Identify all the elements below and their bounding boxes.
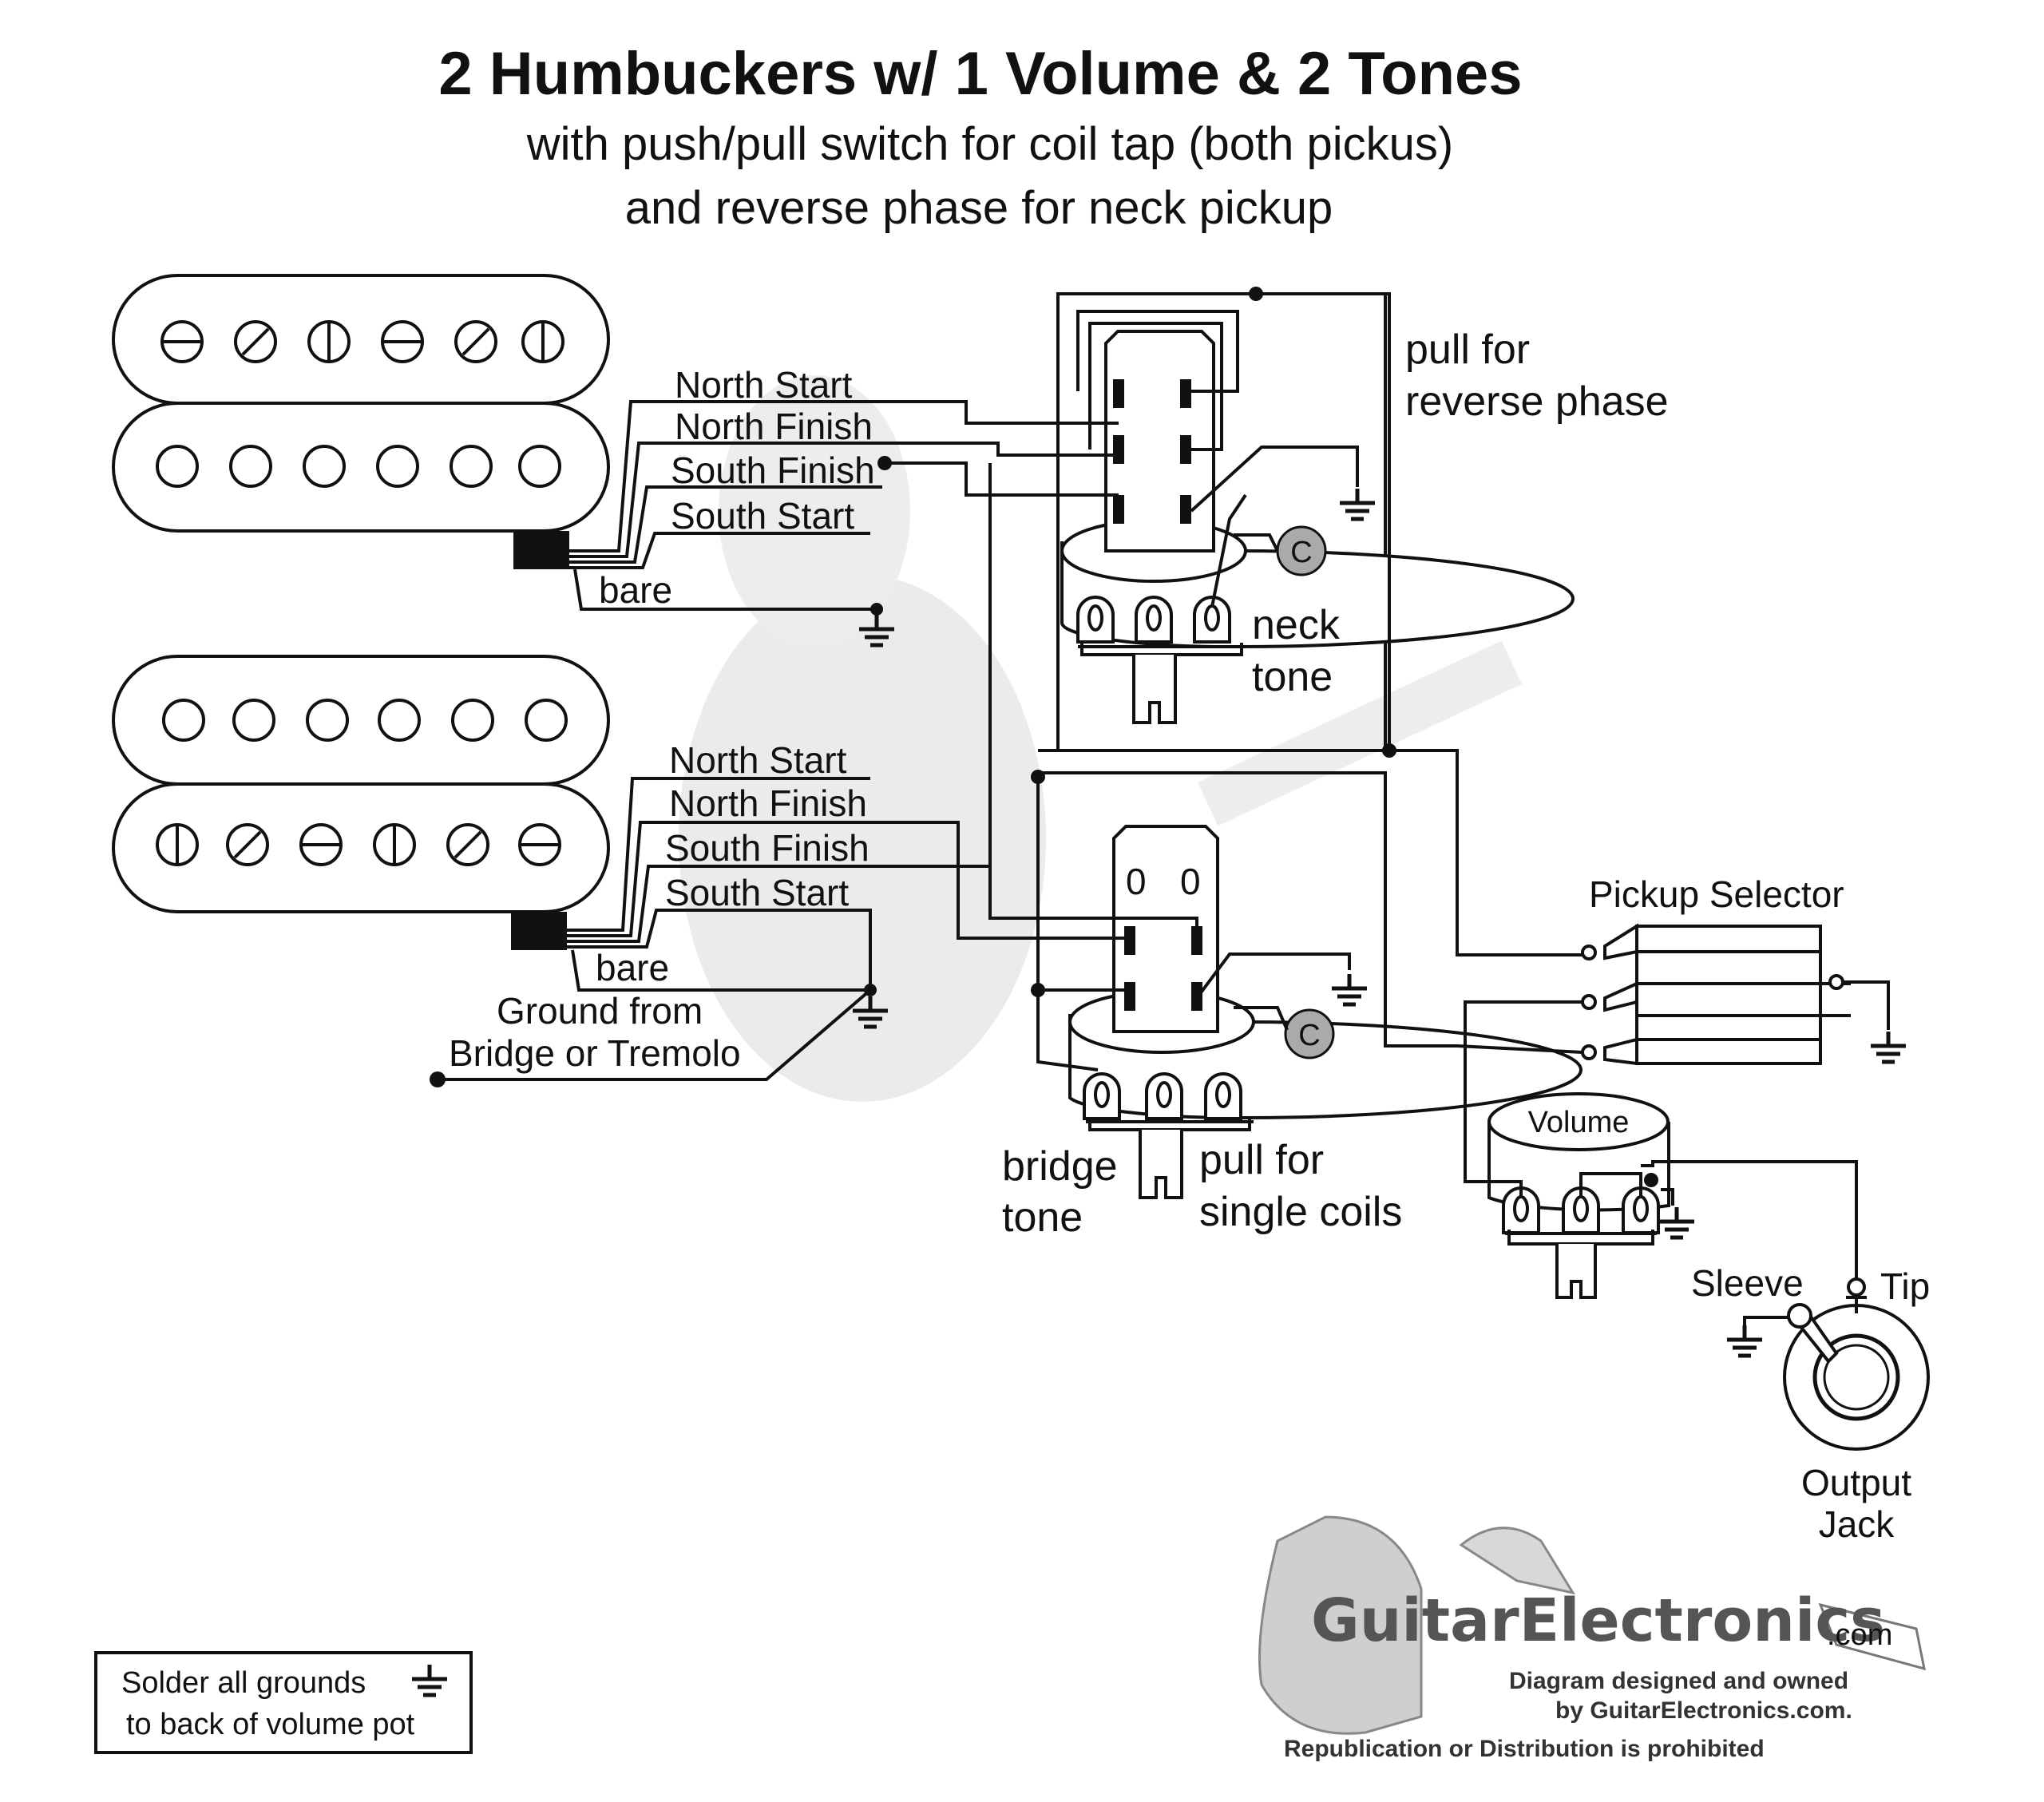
solder-grounds-note: Solder all grounds to back of volume pot — [94, 1651, 473, 1754]
neck-humbucker — [112, 274, 610, 569]
bridge-tone-label-1: bridge — [1002, 1143, 1118, 1190]
bridge-or-tremolo-label: Bridge or Tremolo — [449, 1032, 741, 1074]
pickup-selector-switch — [1581, 923, 1851, 1066]
pull-for-reverse-phase-label-2: reverse phase — [1405, 378, 1669, 425]
neck-wire-label-bare: bare — [599, 569, 672, 611]
neck-wire-label-south-start: South Start — [671, 495, 854, 537]
note-line-2: to back of volume pot — [126, 1708, 415, 1741]
pull-for-reverse-phase-label-1: pull for — [1405, 327, 1530, 373]
bridge-tone-capacitor: C — [1298, 1019, 1320, 1052]
diagram-title: 2 Humbuckers w/ 1 Volume & 2 Tones — [438, 40, 1522, 108]
credit-line-1: Diagram designed and owned — [1509, 1668, 1848, 1694]
bridge-wire-label-north-start: North Start — [669, 739, 847, 781]
diagram-subtitle-line-1: with push/pull switch for coil tap (both… — [526, 118, 1454, 170]
neck-pole-pieces — [156, 320, 564, 488]
bridge-tone-label-2: tone — [1002, 1194, 1083, 1241]
guitarelectronics-logo: GuitarElectronics .com Diagram designed … — [1258, 1515, 1926, 1762]
bridge-pickup-leads — [438, 777, 878, 1081]
pickup-selector-label: Pickup Selector — [1589, 873, 1844, 915]
bridge-pole-pieces — [156, 699, 568, 866]
credit-line-3: Republication or Distribution is prohibi… — [1284, 1736, 1765, 1762]
output-jack — [1743, 1277, 1930, 1451]
volume-label: Volume — [1528, 1106, 1630, 1139]
bridge-wire-label-bare: bare — [596, 947, 669, 988]
sleeve-label: Sleeve — [1691, 1262, 1804, 1304]
neck-tone-pot: C — [1056, 292, 1575, 752]
bridge-humbucker — [112, 655, 610, 950]
pull-for-single-coils-label-2: single coils — [1199, 1189, 1402, 1235]
logo-suffix: .com — [1827, 1618, 1892, 1652]
bridge-wire-label-south-finish: South Finish — [665, 827, 869, 869]
bridge-switch-wiring — [870, 749, 1457, 1071]
neck-tone-capacitor: C — [1290, 536, 1312, 569]
neck-tone-label-1: neck — [1252, 602, 1341, 648]
bridge-switch-lug-left: 0 — [1126, 861, 1147, 902]
output-label: Output — [1801, 1462, 1911, 1503]
jack-label: Jack — [1819, 1503, 1895, 1545]
neck-wire-label-north-start: North Start — [675, 364, 853, 406]
bridge-switch-lug-right: 0 — [1180, 861, 1201, 902]
neck-wire-label-south-finish: South Finish — [671, 450, 875, 491]
neck-wire-label-north-finish: North Finish — [675, 406, 873, 447]
pull-for-single-coils-label-1: pull for — [1199, 1137, 1324, 1183]
neck-pickup-leads — [569, 400, 882, 611]
bridge-wire-label-south-start: South Start — [665, 872, 849, 913]
tip-label: Tip — [1880, 1265, 1930, 1307]
logo-wordmark: GuitarElectronics — [1311, 1586, 1885, 1655]
credit-line-2: by GuitarElectronics.com. — [1555, 1697, 1852, 1724]
neck-tone-label-2: tone — [1252, 654, 1333, 700]
note-line-1: Solder all grounds — [121, 1666, 366, 1700]
diagram-subtitle-line-2: and reverse phase for neck pickup — [625, 182, 1333, 234]
volume-pot — [1487, 1092, 1670, 1299]
bridge-tone-pot: 0 0 C — [1068, 825, 1583, 1199]
ground-from-label: Ground from — [497, 990, 703, 1032]
bridge-wire-label-north-finish: North Finish — [669, 782, 867, 824]
ground-terminal — [430, 1071, 446, 1087]
volume-wiring — [1465, 1160, 1858, 1285]
